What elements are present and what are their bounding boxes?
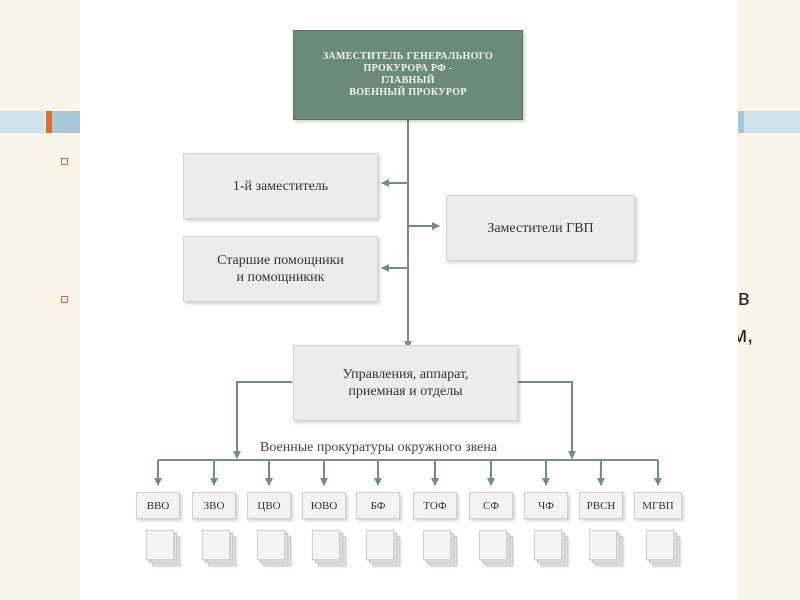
bullet-icon <box>61 158 68 165</box>
org-chart-connectors <box>154 120 662 486</box>
first-deputy-box: 1-й заместитель <box>183 153 378 219</box>
title-band-accent <box>46 111 52 133</box>
district-box-tsvo: ЦВО <box>247 492 291 519</box>
document-stack-icon <box>257 530 291 566</box>
senior-assistants-box: Старшие помощники и помощникик <box>183 236 378 302</box>
district-box-sf: СФ <box>469 492 513 519</box>
slide-right-margin <box>738 0 800 600</box>
connector-left-branch <box>233 381 292 459</box>
connector-right-branch <box>518 381 576 459</box>
document-stack-icon <box>479 530 513 566</box>
document-stack-icon <box>312 530 346 566</box>
head-box: ЗАМЕСТИТЕЛЬ ГЕНЕРАЛЬНОГО ПРОКУРОРА РФ - … <box>293 30 523 120</box>
district-box-bf: БФ <box>356 492 400 519</box>
document-stack-icon <box>146 530 180 566</box>
district-box-yuvo: ЮВО <box>302 492 346 519</box>
bullet-icon <box>61 296 68 303</box>
district-level-label: Военные прокуратуры окружного звена <box>260 440 498 455</box>
title-band-right <box>744 111 800 133</box>
slide-text-fragment: в <box>738 285 750 310</box>
title-band-left-dark <box>52 111 80 133</box>
document-stack-icon <box>423 530 457 566</box>
title-band-left <box>0 111 45 133</box>
district-box-mgvp: МГВП <box>634 492 682 519</box>
district-box-rvsn: РВСН <box>579 492 623 519</box>
district-drop-connectors <box>154 460 662 486</box>
title-band-right-dark <box>738 111 744 133</box>
document-stack-icon <box>366 530 400 566</box>
document-stack-icon <box>646 530 680 566</box>
deputies-box: Заместители ГВП <box>446 195 635 261</box>
slide-left-margin <box>0 0 80 600</box>
district-box-chf: ЧФ <box>524 492 568 519</box>
document-stack-icon <box>202 530 236 566</box>
document-stack-icon <box>534 530 568 566</box>
departments-box: Управления, аппарат, приемная и отделы <box>293 345 518 421</box>
district-box-tof: ТОФ <box>413 492 457 519</box>
document-stack-icon <box>589 530 623 566</box>
district-box-zvo: ЗВО <box>192 492 236 519</box>
district-box-vvo: ВВО <box>136 492 180 519</box>
org-chart: ЗАМЕСТИТЕЛЬ ГЕНЕРАЛЬНОГО ПРОКУРОРА РФ - … <box>80 18 738 600</box>
